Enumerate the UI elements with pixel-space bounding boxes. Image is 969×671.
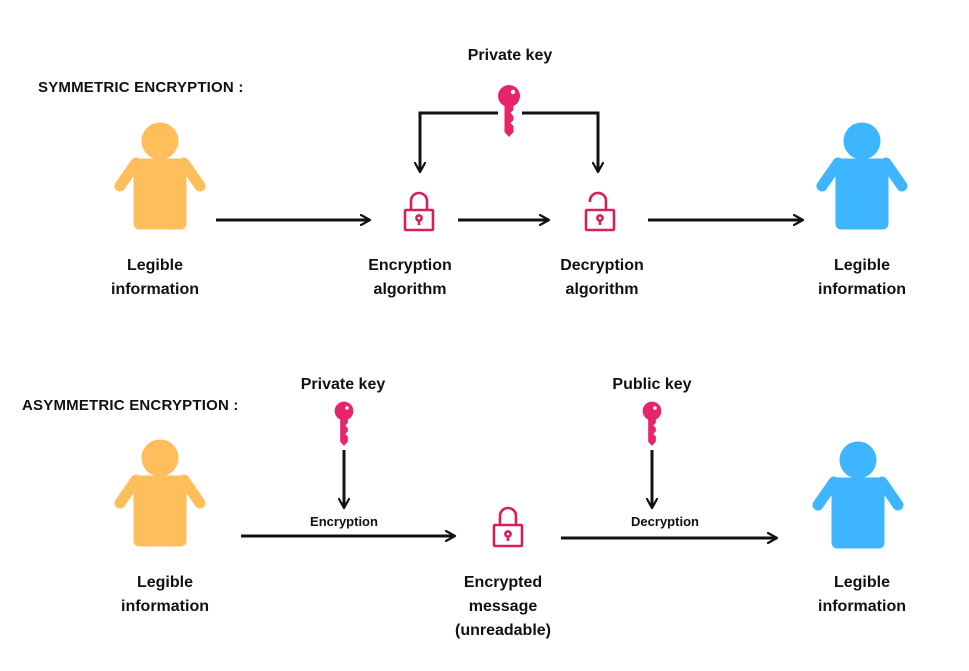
- public-key-label: Public key: [612, 376, 692, 393]
- asymmetric-section-title: ASYMMETRIC ENCRYPTION :: [22, 397, 239, 414]
- key-hole-icon: [510, 89, 516, 95]
- padlock-closed-icon: [403, 191, 435, 232]
- encryption-algorithm-label: Encryption algorithm: [368, 257, 452, 298]
- key-to-encryption-arrow: [420, 111, 498, 172]
- symmetric-sender-person-icon: [120, 123, 200, 229]
- key-to-decryption-arrow: [522, 111, 598, 172]
- decryption-arrow-label: Decryption: [631, 514, 699, 529]
- asymmetric-receiver-label: Legible information: [818, 574, 906, 615]
- public-key-icon: [642, 401, 662, 446]
- asymmetric-private-key-label: Private key: [300, 376, 386, 393]
- decryption-algorithm-label: Decryption algorithm: [560, 257, 644, 298]
- asymmetric-sender-person-icon: [120, 440, 200, 546]
- symmetric-receiver-label: Legible information: [818, 257, 906, 298]
- encryption-arrow-label: Encryption: [310, 514, 378, 529]
- symmetric-sender-label: Legible information: [111, 257, 199, 298]
- symmetric-private-key-icon: [498, 85, 520, 137]
- padlock-open-icon: [584, 191, 616, 232]
- asymmetric-receiver-person-icon: [818, 442, 898, 548]
- asymmetric-private-key-icon: [334, 401, 354, 446]
- asymmetric-sender-label: Legible information: [121, 574, 209, 615]
- key-hole-icon: [653, 406, 657, 410]
- symmetric-receiver-person-icon: [822, 123, 902, 229]
- symmetric-section-title: SYMMETRIC ENCRYPTION :: [38, 79, 244, 96]
- symmetric-private-key-label: Private key: [467, 47, 553, 64]
- key-hole-icon: [345, 406, 349, 410]
- padlock-closed-icon: [492, 506, 524, 548]
- encrypted-message-label: Encrypted message (unreadable): [454, 574, 551, 639]
